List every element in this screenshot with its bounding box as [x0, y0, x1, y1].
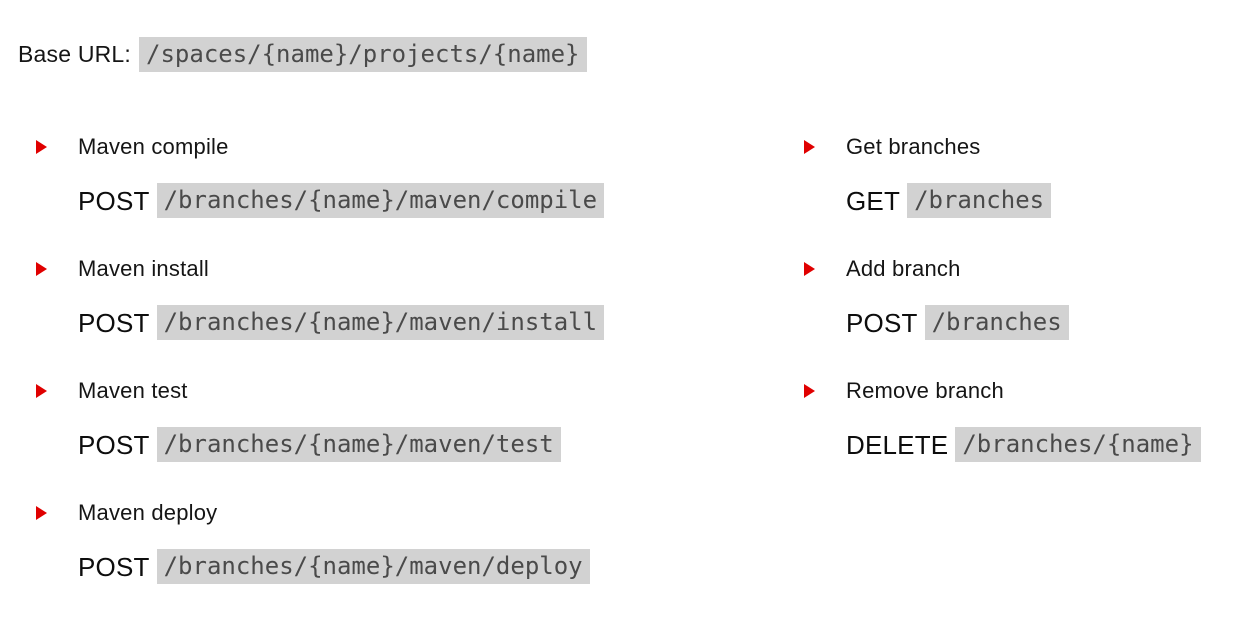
- bullet-triangle-icon: [36, 506, 47, 520]
- endpoint-path-code: /branches/{name}/maven/install: [156, 305, 605, 340]
- endpoint-path-code: /branches/{name}/maven/test: [156, 427, 561, 462]
- endpoint-item-get-branches: Get branches GET /branches: [804, 132, 1240, 218]
- endpoint-columns: Maven compile POST /branches/{name}/mave…: [0, 132, 1240, 618]
- endpoint-title: Maven install: [78, 256, 209, 281]
- endpoint-item-maven-deploy: Maven deploy POST /branches/{name}/maven…: [36, 498, 804, 584]
- endpoint-code-line: DELETE /branches/{name}: [846, 427, 1240, 462]
- endpoint-item-add-branch: Add branch POST /branches: [804, 254, 1240, 340]
- base-url-label: Base URL:: [18, 41, 132, 67]
- bullet-triangle-icon: [36, 384, 47, 398]
- http-method: POST: [78, 551, 150, 582]
- endpoint-title: Remove branch: [846, 378, 1004, 403]
- http-method: POST: [846, 307, 918, 338]
- bullet-triangle-icon: [804, 384, 815, 398]
- endpoint-title: Maven test: [78, 378, 188, 403]
- http-method: POST: [78, 307, 150, 338]
- endpoint-code-line: GET /branches: [846, 183, 1240, 218]
- endpoint-column-right: Get branches GET /branches Add branch PO…: [804, 132, 1240, 618]
- endpoint-code-line: POST /branches/{name}/maven/compile: [78, 183, 804, 218]
- endpoint-code-line: POST /branches/{name}/maven/test: [78, 427, 804, 462]
- bullet-triangle-icon: [804, 262, 815, 276]
- endpoint-path-code: /branches/{name}/maven/deploy: [156, 549, 590, 584]
- endpoint-item-remove-branch: Remove branch DELETE /branches/{name}: [804, 376, 1240, 462]
- http-method: GET: [846, 185, 901, 216]
- base-url-code: /spaces/{name}/projects/{name}: [139, 36, 587, 72]
- endpoint-title: Maven compile: [78, 134, 229, 159]
- endpoint-path-code: /branches: [924, 305, 1069, 340]
- base-url-header: Base URL: /spaces/{name}/projects/{name}: [0, 0, 1240, 72]
- endpoint-code-line: POST /branches: [846, 305, 1240, 340]
- bullet-triangle-icon: [36, 262, 47, 276]
- endpoint-path-code: /branches/{name}: [955, 427, 1201, 462]
- endpoint-code-line: POST /branches/{name}/maven/deploy: [78, 549, 804, 584]
- endpoint-item-maven-compile: Maven compile POST /branches/{name}/mave…: [36, 132, 804, 218]
- endpoint-item-maven-test: Maven test POST /branches/{name}/maven/t…: [36, 376, 804, 462]
- endpoint-column-left: Maven compile POST /branches/{name}/mave…: [36, 132, 804, 618]
- endpoint-path-code: /branches/{name}/maven/compile: [156, 183, 605, 218]
- endpoint-item-maven-install: Maven install POST /branches/{name}/mave…: [36, 254, 804, 340]
- http-method: POST: [78, 185, 150, 216]
- endpoint-path-code: /branches: [907, 183, 1052, 218]
- endpoint-title: Get branches: [846, 134, 981, 159]
- bullet-triangle-icon: [804, 140, 815, 154]
- endpoint-title: Add branch: [846, 256, 961, 281]
- http-method: DELETE: [846, 429, 949, 460]
- endpoint-code-line: POST /branches/{name}/maven/install: [78, 305, 804, 340]
- endpoint-title: Maven deploy: [78, 500, 218, 525]
- http-method: POST: [78, 429, 150, 460]
- bullet-triangle-icon: [36, 140, 47, 154]
